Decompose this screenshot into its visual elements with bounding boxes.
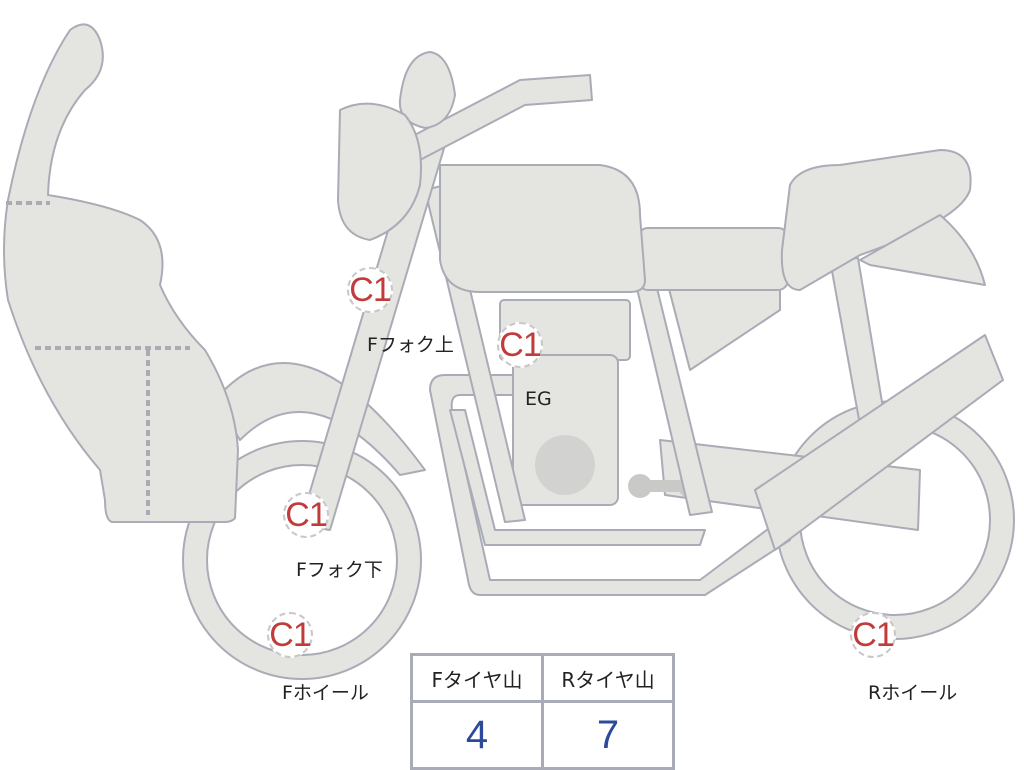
- value-rear-tyre: 7: [541, 700, 675, 770]
- rear-frame: [829, 257, 886, 426]
- label-fork-upper: Fフォク上: [367, 334, 454, 356]
- exhaust-pipe: [429, 374, 791, 596]
- header-rear-tyre: Rタイヤ山: [541, 653, 675, 703]
- c1-badge-engine: C1: [497, 322, 543, 368]
- c1-badge-fork-upper: C1: [347, 267, 393, 313]
- header-front-tyre: Fタイヤ山: [410, 653, 544, 703]
- fuel-tank: [439, 164, 646, 293]
- rear-seat: [780, 149, 972, 291]
- rear-rail: [754, 334, 1004, 551]
- label-engine: EG: [525, 388, 552, 410]
- label-fork-lower: Fフォク下: [296, 559, 383, 581]
- label-front-wheel: Fホイール: [282, 682, 369, 704]
- fairing-seam-lines: [6, 201, 190, 515]
- label-rear-wheel: Rホイール: [868, 682, 958, 704]
- c1-badge-fork-lower: C1: [283, 492, 329, 538]
- mirror: [398, 51, 456, 129]
- front-fairing: [3, 23, 239, 523]
- tyre-tread-table: Fタイヤ山 Rタイヤ山 4 7: [410, 653, 675, 770]
- headlight: [337, 102, 422, 241]
- value-front-tyre: 4: [410, 700, 544, 770]
- c1-badge-rear-wheel: C1: [850, 612, 896, 658]
- seat: [637, 227, 789, 291]
- front-fender: [214, 362, 426, 476]
- c1-badge-front-wheel: C1: [267, 612, 313, 658]
